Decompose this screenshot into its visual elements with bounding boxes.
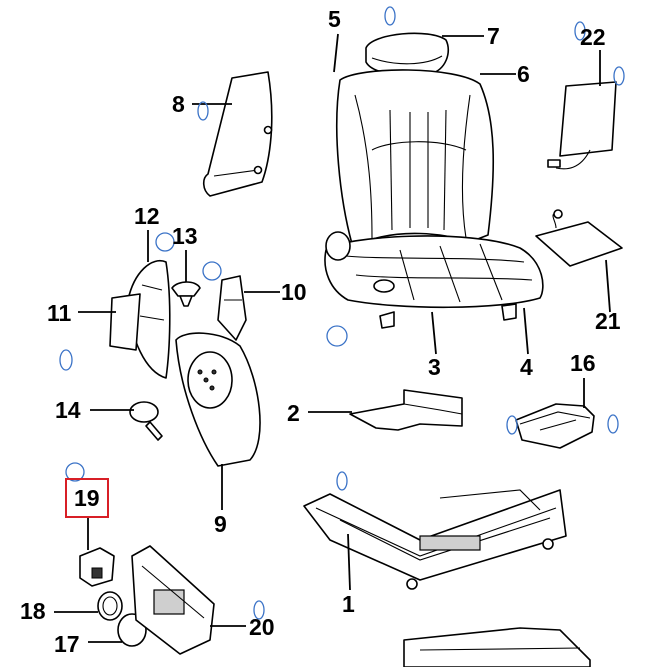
part-13-clip[interactable] <box>171 281 201 307</box>
part-14-knob[interactable] <box>129 401 163 441</box>
leader-lines <box>54 33 611 643</box>
callout-10[interactable]: 10 <box>281 279 307 305</box>
part-2-bracket[interactable] <box>349 389 463 431</box>
callout-20[interactable]: 20 <box>249 614 275 640</box>
callout-4[interactable]: 4 <box>520 354 533 380</box>
callout-11[interactable]: 11 <box>47 300 72 326</box>
callout-21[interactable]: 21 <box>595 308 621 334</box>
callout-5[interactable]: 5 <box>328 6 341 32</box>
callout-2[interactable]: 2 <box>287 400 300 426</box>
callout-9[interactable]: 9 <box>214 511 227 537</box>
callout-8[interactable]: 8 <box>172 91 185 117</box>
part-8-airbag-module[interactable] <box>202 71 273 197</box>
part-9-side-shield[interactable] <box>175 332 261 467</box>
part-12-shield[interactable] <box>127 260 171 379</box>
callout-1[interactable]: 1 <box>342 591 355 617</box>
callout-19[interactable]: 19 <box>74 485 100 511</box>
hotspot-markers <box>59 6 625 620</box>
part-20-switch-panel[interactable] <box>131 545 215 655</box>
callout-6[interactable]: 6 <box>517 61 530 87</box>
part-lower-frame[interactable] <box>403 627 591 668</box>
callout-16[interactable]: 16 <box>570 350 596 376</box>
part-11-cover[interactable] <box>109 293 141 351</box>
part-1-seat-track[interactable] <box>303 489 567 590</box>
callout-7[interactable]: 7 <box>487 23 500 49</box>
seat-assembly[interactable] <box>324 32 544 329</box>
part-22-heater-pad[interactable] <box>547 81 617 170</box>
callout-3[interactable]: 3 <box>428 354 441 380</box>
callout-22[interactable]: 22 <box>580 24 606 50</box>
callout-17[interactable]: 17 <box>54 631 80 657</box>
callout-12[interactable]: 12 <box>134 203 160 229</box>
part-10-bracket[interactable] <box>217 275 247 341</box>
part-21-cushion-heater[interactable] <box>535 209 623 267</box>
callout-13[interactable]: 13 <box>172 223 198 249</box>
callout-18[interactable]: 18 <box>20 598 46 624</box>
part-19-switch[interactable] <box>79 547 115 587</box>
selected-callout-box <box>65 478 109 518</box>
part-16-control-module[interactable] <box>515 403 595 449</box>
callout-14[interactable]: 14 <box>55 397 81 423</box>
part-18-ring[interactable] <box>97 591 123 621</box>
